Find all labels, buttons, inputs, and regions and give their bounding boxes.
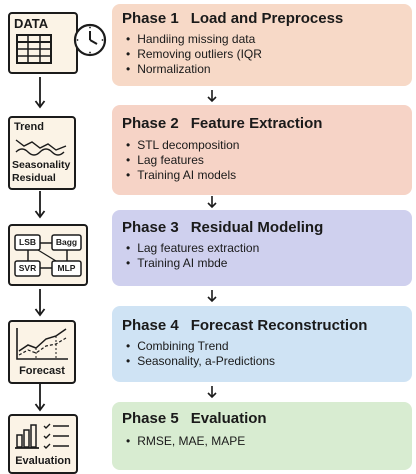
residual-label: Residual (12, 172, 56, 184)
phase-2-bullets: STL decomposition Lag features Training … (126, 138, 239, 183)
clock-icon (73, 23, 107, 57)
bullet-item: Training AI mbde (126, 256, 259, 271)
down-arrow-icon (34, 289, 46, 317)
bullet-item: Seasonality, a-Predictions (126, 354, 275, 369)
down-arrow-icon (207, 386, 217, 399)
bullet-item: Combining Trend (126, 339, 275, 354)
down-arrow-icon (34, 384, 46, 412)
model-node-lsb: LSB (19, 237, 36, 247)
trend-label: Trend (14, 121, 44, 133)
bullet-item: RMSE, MAE, MAPE (126, 434, 245, 449)
wave-icon (15, 139, 67, 156)
evaluation-label: Evaluation (15, 455, 71, 467)
down-arrow-icon (207, 290, 217, 303)
bullet-item: STL decomposition (126, 138, 239, 153)
down-arrow-icon (207, 90, 217, 103)
model-node-mlp: MLP (57, 263, 76, 273)
down-arrow-icon (34, 191, 46, 219)
model-ensemble-icon-box: LSB Bagg SVR MLP (8, 224, 88, 286)
phase-5-bullets: RMSE, MAE, MAPE (126, 434, 245, 449)
forecast-chart-icon (16, 328, 68, 360)
phase-1-bullets: Handiing missing data Removing outliers … (126, 32, 262, 77)
forecast-label: Forecast (19, 365, 65, 377)
bar-checklist-icon (15, 423, 69, 449)
model-ensemble-icon (14, 234, 82, 277)
phase-4-bullets: Combining Trend Seasonality, a-Predictio… (126, 339, 275, 369)
bullet-item: Training AI models (126, 168, 239, 183)
data-icon-box: DATA (8, 12, 78, 74)
model-node-svr: SVR (18, 263, 37, 273)
bullet-item: Lag features (126, 153, 239, 168)
data-label: DATA (14, 16, 49, 31)
bullet-item: Removing outliers (IQR (126, 47, 262, 62)
bullet-item: Normalization (126, 62, 262, 77)
table-icon (16, 34, 52, 64)
model-node-bagg: Bagg (55, 237, 78, 247)
decomposition-icon-box: Trend Seasonality Residual (8, 116, 76, 190)
bullet-item: Lag features extraction (126, 241, 259, 256)
down-arrow-icon (34, 77, 46, 109)
evaluation-icon-box: Evaluation (8, 414, 78, 474)
down-arrow-icon (207, 196, 217, 209)
seasonality-label: Seasonality (12, 159, 71, 171)
forecast-icon-box: Forecast (8, 320, 76, 384)
phase-3-bullets: Lag features extraction Training AI mbde (126, 241, 259, 271)
bullet-item: Handiing missing data (126, 32, 262, 47)
